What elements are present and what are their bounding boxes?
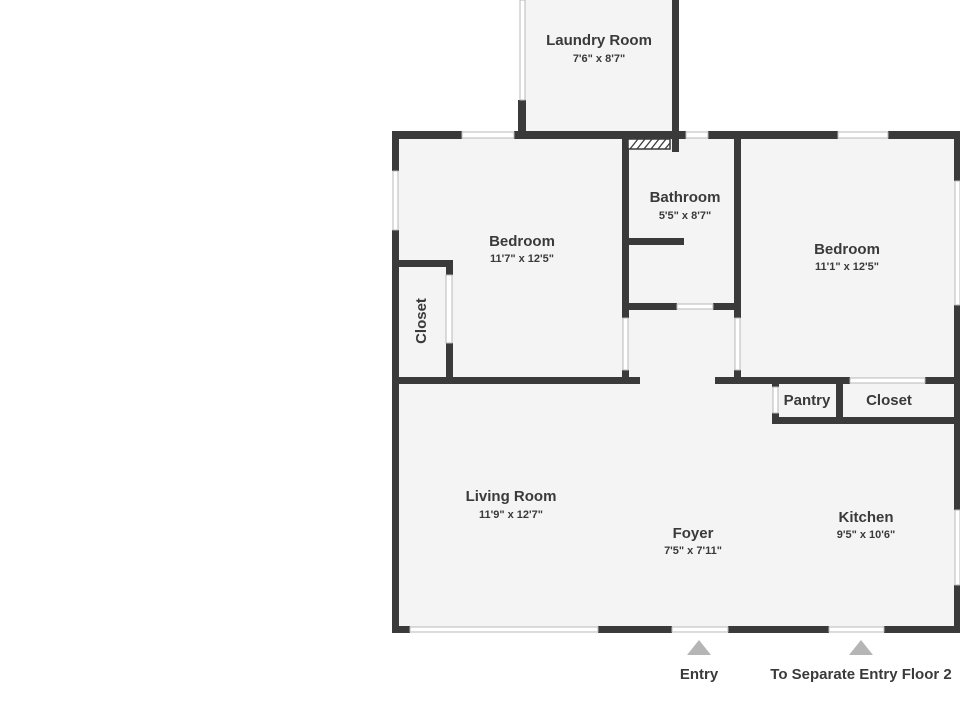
- window-left-bedroom: [392, 170, 399, 231]
- bottom-wall-b: [598, 626, 672, 633]
- closet-left-door: [445, 274, 453, 344]
- bath-left-wall-lower: [622, 370, 629, 384]
- bath-right-door: [734, 317, 741, 371]
- pantry-bottom-wall: [772, 417, 960, 424]
- left-wall-b: [392, 230, 399, 633]
- bath-bottom-wall-b: [713, 303, 741, 310]
- pantry-closet-divider: [836, 377, 843, 424]
- entry-arrow-icon: [687, 640, 711, 655]
- laundry-dim: 7'6" x 8'7": [573, 53, 625, 65]
- entry-label: Entry: [680, 666, 719, 683]
- bedroom-left-dim: 11'7" x 12'5": [490, 253, 554, 265]
- laundry-left-wall: [518, 100, 526, 136]
- laundry-door: [519, 0, 526, 101]
- foyer-name: Foyer: [673, 525, 714, 542]
- pantry-left-wall-a: [772, 377, 779, 387]
- laundry-right-wall: [672, 0, 679, 152]
- window-top-bedroom-left: [461, 131, 515, 139]
- bath-partition: [629, 238, 684, 245]
- kitchen-name: Kitchen: [838, 509, 893, 526]
- living-room-dim: 11'9" x 12'7": [479, 509, 543, 521]
- kitchen-dim: 9'5" x 10'6": [837, 529, 895, 541]
- living-room-name: Living Room: [466, 488, 557, 505]
- window-bottom-living: [409, 626, 599, 633]
- bedroom-right-bottom-wall-a: [715, 377, 850, 384]
- bottom-wall-c: [728, 626, 829, 633]
- closet-top-wall: [399, 260, 453, 267]
- second-entry-door: [828, 626, 885, 633]
- bath-bottom-wall-a: [622, 303, 677, 310]
- bottom-wall-d: [884, 626, 960, 633]
- bedroom-left-bottom-wall: [399, 377, 640, 384]
- closet-right-door: [849, 377, 926, 384]
- entry-door: [671, 626, 729, 633]
- foyer-dim: 7'5" x 7'11": [664, 545, 722, 557]
- right-wall-c: [954, 585, 960, 633]
- top-wall-a: [392, 131, 462, 139]
- window-top-bedroom-right: [837, 131, 889, 139]
- laundry-floor: [521, 0, 676, 133]
- window-right-bedroom: [954, 180, 960, 306]
- bath-left-door: [622, 317, 629, 371]
- top-wall-b: [514, 131, 686, 139]
- right-wall-a: [954, 131, 960, 181]
- bath-left-wall-upper: [622, 136, 629, 318]
- laundry-name: Laundry Room: [546, 32, 652, 49]
- left-wall-a: [392, 131, 399, 171]
- closet-right-name: Closet: [866, 392, 912, 409]
- bathroom-dim: 5'5" x 8'7": [659, 210, 711, 222]
- pantry-door: [772, 386, 779, 414]
- closet-door-jamb-top: [446, 260, 453, 275]
- bedroom-right-name: Bedroom: [814, 241, 880, 258]
- bedroom-left-name: Bedroom: [489, 233, 555, 250]
- bath-right-wall-upper: [734, 136, 741, 318]
- vent-hatch-lines: [629, 138, 671, 150]
- right-wall-b: [954, 305, 960, 510]
- bottom-wall-a: [392, 626, 410, 633]
- top-wall-c: [708, 131, 838, 139]
- bath-bottom-door: [676, 303, 714, 310]
- second-entry-label: To Separate Entry Floor 2: [770, 666, 951, 683]
- bedroom-right-dim: 11'1" x 12'5": [815, 261, 879, 273]
- top-wall-d: [888, 131, 960, 139]
- closet-left-name: Closet: [413, 298, 430, 344]
- pantry-name: Pantry: [784, 392, 831, 409]
- second-entry-arrow-icon: [849, 640, 873, 655]
- window-top-bath: [685, 131, 709, 139]
- closet-door-jamb-bottom: [446, 343, 453, 383]
- bathroom-name: Bathroom: [650, 189, 721, 206]
- window-right-kitchen: [954, 509, 960, 586]
- bedroom-right-bottom-wall-b: [925, 377, 960, 384]
